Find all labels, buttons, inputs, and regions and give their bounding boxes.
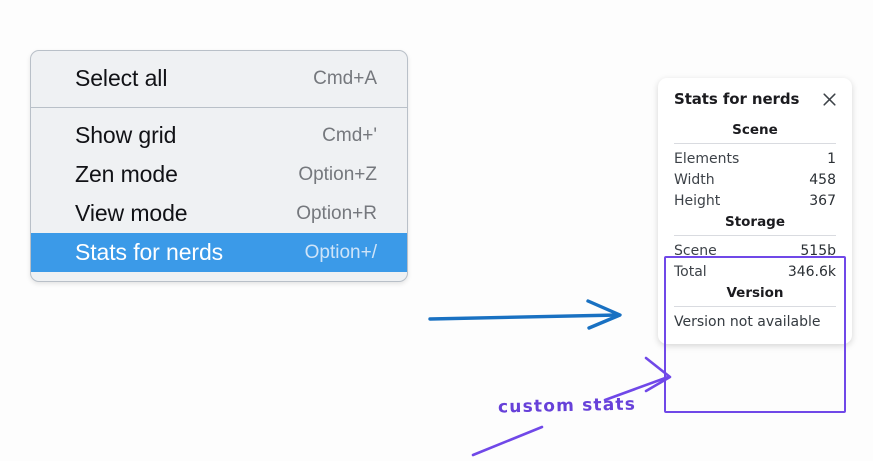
stats-for-nerds-panel[interactable]: Stats for nerds Scene Elements 1 Width 4… (658, 78, 852, 344)
stat-value: 367 (809, 192, 836, 209)
menu-item-shortcut: Cmd+A (313, 67, 377, 89)
stat-value: 1 (827, 150, 836, 167)
stat-key: Width (674, 171, 715, 188)
purple-pointer-arrow-upper (603, 356, 672, 402)
menu-item-label: Select all (75, 65, 168, 91)
stat-row-width: Width 458 (670, 169, 840, 190)
stats-section-version: Version Version not available (670, 282, 840, 332)
section-heading-storage: Storage (724, 214, 786, 230)
stat-row-elements: Elements 1 (670, 148, 840, 169)
section-divider (674, 143, 836, 144)
stat-value: 515b (800, 242, 836, 259)
menu-item-label: View mode (75, 200, 188, 226)
menu-item-shortcut: Option+R (296, 202, 377, 224)
stat-key: Scene (674, 242, 717, 259)
menu-item-label: Zen mode (75, 161, 178, 187)
stat-value: 346.6k (787, 263, 836, 280)
annotation-label-custom-stats: custom stats (497, 394, 637, 418)
menu-item-show-grid[interactable]: Show grid Cmd+' (31, 116, 407, 155)
menu-item-shortcut: Option+Z (298, 163, 377, 185)
section-heading-version: Version (726, 285, 784, 301)
panel-title: Stats for nerds (674, 90, 800, 108)
menu-item-zen-mode[interactable]: Zen mode Option+Z (31, 155, 407, 194)
stats-section-scene: Scene Elements 1 Width 458 Height 367 (670, 119, 840, 211)
version-value: Version not available (674, 314, 821, 330)
menu-item-shortcut: Cmd+' (322, 124, 377, 146)
purple-pointer-arrow-lower (471, 425, 544, 457)
menu-item-select-all[interactable]: Select all Cmd+A (31, 59, 407, 98)
stats-section-storage: Storage Scene 515b Total 346.6k (670, 211, 840, 282)
menu-item-view-mode[interactable]: View mode Option+R (31, 194, 407, 233)
stat-key: Elements (674, 150, 740, 167)
stat-key: Total (674, 263, 707, 280)
stat-row-height: Height 367 (670, 190, 840, 211)
menu-item-label: Stats for nerds (75, 239, 224, 265)
stat-row-storage-total: Total 346.6k (670, 261, 840, 282)
stats-panel-header: Stats for nerds (670, 90, 840, 108)
section-heading-scene: Scene (732, 122, 778, 138)
menu-item-shortcut: Option+/ (304, 241, 377, 263)
section-divider (674, 306, 836, 307)
blue-pointer-arrow (428, 299, 622, 330)
stat-value: 458 (809, 171, 836, 188)
menu-item-stats-for-nerds[interactable]: Stats for nerds Option+/ (31, 233, 407, 272)
stat-row-storage-scene: Scene 515b (670, 240, 840, 261)
context-menu-section-2: Show grid Cmd+' Zen mode Option+Z View m… (31, 107, 407, 281)
close-icon[interactable] (821, 91, 838, 108)
context-menu-section-1: Select all Cmd+A (31, 51, 407, 107)
section-divider (674, 235, 836, 236)
stat-key: Height (674, 192, 721, 209)
context-menu[interactable]: Select all Cmd+A Show grid Cmd+' Zen mod… (30, 50, 408, 282)
menu-item-label: Show grid (75, 122, 177, 148)
